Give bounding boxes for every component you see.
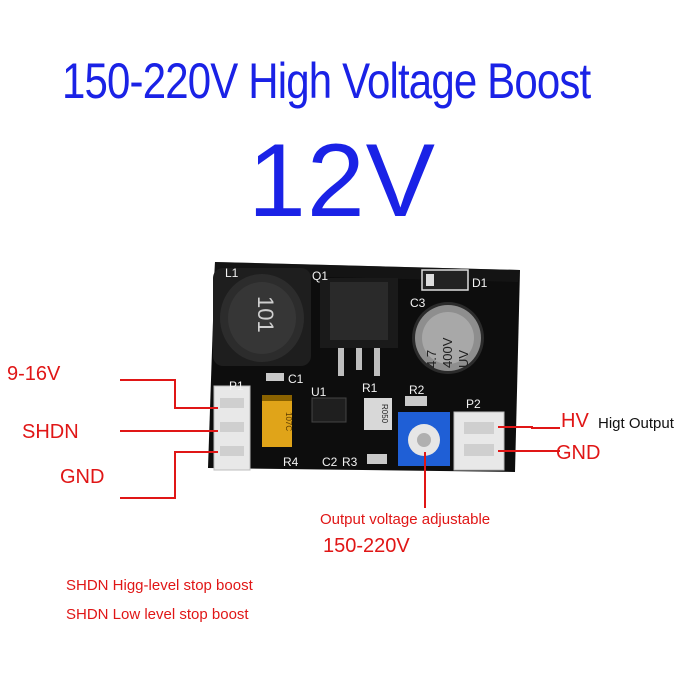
label-adjust-line2: 150-220V [323,535,410,557]
cap-spec-b: 400V [440,337,455,368]
silk-r3: R3 [342,455,358,469]
mosfet-q1 [320,278,398,376]
leader-lines [120,379,560,508]
silk-r4: R4 [283,455,299,469]
silk-r1: R1 [362,381,378,395]
ic-u1 [311,397,347,423]
label-adjust-line1: Output voltage adjustable [320,511,491,528]
note-shdn-low: SHDN Low level stop boost [66,606,249,623]
resistor-code: R050 [380,404,389,424]
label-shdn: SHDN [22,421,79,443]
note-shdn-high: SHDN Higg-level stop boost [66,577,253,594]
label-hv-note: Higt Output [598,415,674,432]
label-gnd-output: GND [556,442,601,464]
silk-c2: C2 [322,455,338,469]
silk-d1: D1 [472,276,488,290]
silk-r2: R2 [409,383,425,397]
inductor-l1: 101 [213,268,311,366]
silk-c3: C3 [410,296,426,310]
cap-spec-c: UV [456,350,471,368]
silk-c1: C1 [288,372,304,386]
label-input-voltage: 9-16V [7,363,61,385]
silk-p1: P1 [229,379,244,393]
silk-u1: U1 [311,385,327,399]
cap-spec-a: 4.7 [424,350,439,368]
inductor-code: 101 [253,296,278,333]
resistor-r1 [364,398,392,430]
silk-l1: L1 [225,266,239,280]
tantalum-capacitor [262,395,292,447]
connector-p2 [453,411,505,471]
silk-p2: P2 [466,397,481,411]
silk-q1: Q1 [312,269,328,283]
label-hv: HV [561,410,589,432]
label-gnd-input: GND [60,466,105,488]
voltage-subtitle: 12V [248,123,437,239]
connector-p1 [213,385,251,471]
capacitor-c3: 4.7 400V UV [412,302,484,374]
tant-code: 107C [284,412,293,431]
page-title: 150-220V High Voltage Boost [62,53,591,109]
